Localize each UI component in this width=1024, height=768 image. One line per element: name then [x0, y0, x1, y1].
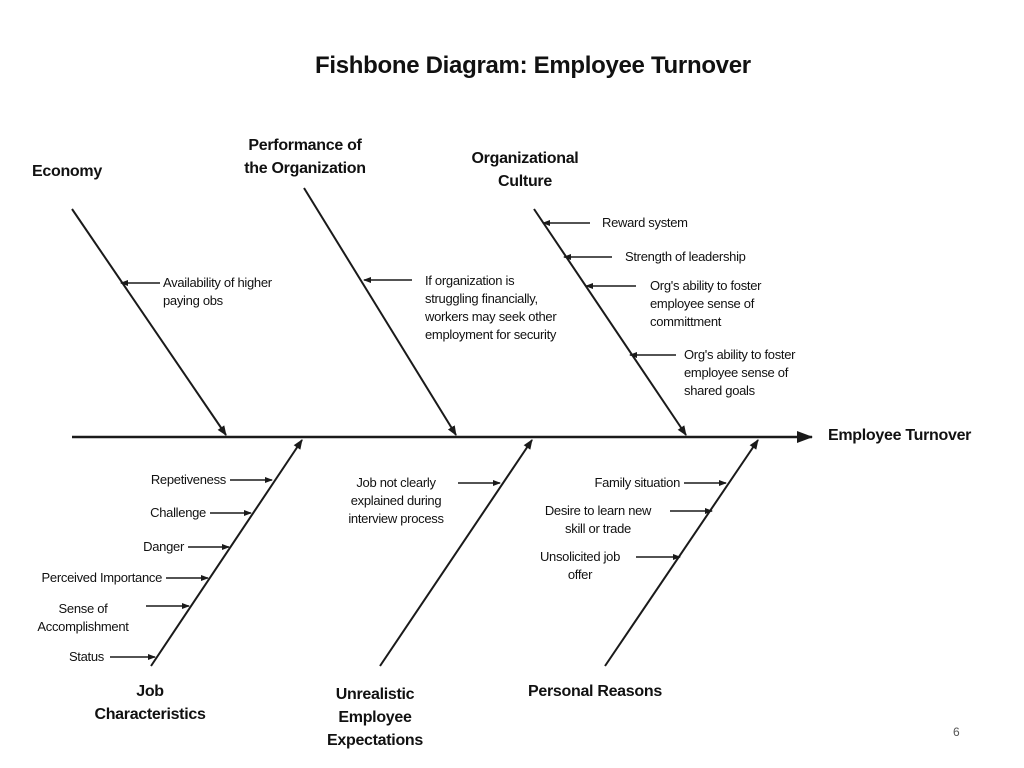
- category-unrealistic: Unrealistic Employee Expectations: [305, 683, 445, 752]
- cause-culture-shared-goals: Org's ability to foster employee sense o…: [684, 346, 795, 400]
- cause-culture-committment: Org's ability to foster employee sense o…: [650, 277, 761, 331]
- cause-line: Sense of: [58, 601, 108, 616]
- cause-performance-financial: If organization is struggling financiall…: [425, 272, 557, 344]
- cause-line: Availability of higher: [163, 275, 272, 290]
- cause-job-challenge: Challenge: [150, 505, 206, 520]
- cause-job-accomplishment: Sense of Accomplishment: [24, 600, 142, 636]
- cause-line: Desire to learn new: [544, 503, 652, 518]
- cause-line: interview process: [348, 511, 444, 526]
- cause-line: Org's ability to foster: [650, 278, 762, 293]
- cause-personal-family: Family situation: [594, 475, 680, 490]
- cause-line: If organization is: [425, 273, 515, 288]
- category-performance-line: the Organization: [244, 160, 366, 177]
- category-job-line: Characteristics: [94, 706, 206, 723]
- category-economy: Economy: [32, 163, 102, 180]
- cause-economy-availability: Availability of higher paying obs: [163, 274, 272, 310]
- category-personal: Personal Reasons: [528, 683, 662, 700]
- cause-unrealistic-interview: Job not clearly explained during intervi…: [336, 474, 456, 528]
- category-job-line: Job: [136, 683, 164, 700]
- category-performance: Performance of the Organization: [230, 134, 380, 180]
- cause-line: Accomplishment: [37, 619, 129, 634]
- category-performance-line: Performance of: [248, 137, 362, 154]
- cause-culture-leadership: Strength of leadership: [625, 249, 746, 264]
- cause-line: offer: [567, 567, 593, 582]
- cause-line: Unsolicited job: [539, 549, 621, 564]
- diagram-title: Fishbone Diagram: Employee Turnover: [315, 52, 751, 79]
- cause-job-repetiveness: Repetiveness: [150, 472, 226, 487]
- category-culture-line: Culture: [498, 173, 552, 190]
- category-culture: Organizational Culture: [455, 147, 595, 193]
- effect-label: Employee Turnover: [828, 427, 972, 444]
- cause-line: Job not clearly: [356, 475, 436, 490]
- cause-job-danger: Danger: [143, 539, 184, 554]
- cause-line: employee sense of: [650, 296, 755, 311]
- bone-unrealistic: [379, 439, 533, 667]
- cause-line: shared goals: [684, 383, 755, 398]
- category-unrealistic-line: Employee: [338, 709, 412, 726]
- cause-line: explained during: [350, 493, 442, 508]
- category-job: Job Characteristics: [70, 680, 230, 726]
- category-culture-line: Organizational: [471, 150, 579, 167]
- cause-line: Org's ability to foster: [684, 347, 796, 362]
- bone-personal: [604, 439, 759, 667]
- cause-culture-reward: Reward system: [602, 215, 688, 230]
- category-unrealistic-line: Expectations: [327, 732, 423, 749]
- category-unrealistic-line: Unrealistic: [335, 686, 415, 703]
- cause-line: employee sense of: [684, 365, 789, 380]
- bone-performance: [303, 187, 457, 436]
- cause-personal-desire: Desire to learn new skill or trade: [530, 502, 666, 538]
- bone-job: [150, 439, 303, 667]
- cause-line: skill or trade: [565, 521, 631, 536]
- cause-line: struggling financially,: [425, 291, 538, 306]
- cause-line: employment for security: [425, 327, 557, 342]
- cause-job-status: Status: [68, 649, 104, 664]
- page-number: 6: [953, 725, 960, 739]
- bone-economy: [71, 208, 227, 436]
- cause-line: committment: [650, 314, 722, 329]
- cause-personal-offer: Unsolicited job offer: [530, 548, 630, 584]
- bone-culture: [533, 208, 687, 436]
- cause-line: paying obs: [163, 293, 223, 308]
- cause-line: workers may seek other: [425, 309, 557, 324]
- cause-job-importance: Perceived Importance: [41, 570, 163, 585]
